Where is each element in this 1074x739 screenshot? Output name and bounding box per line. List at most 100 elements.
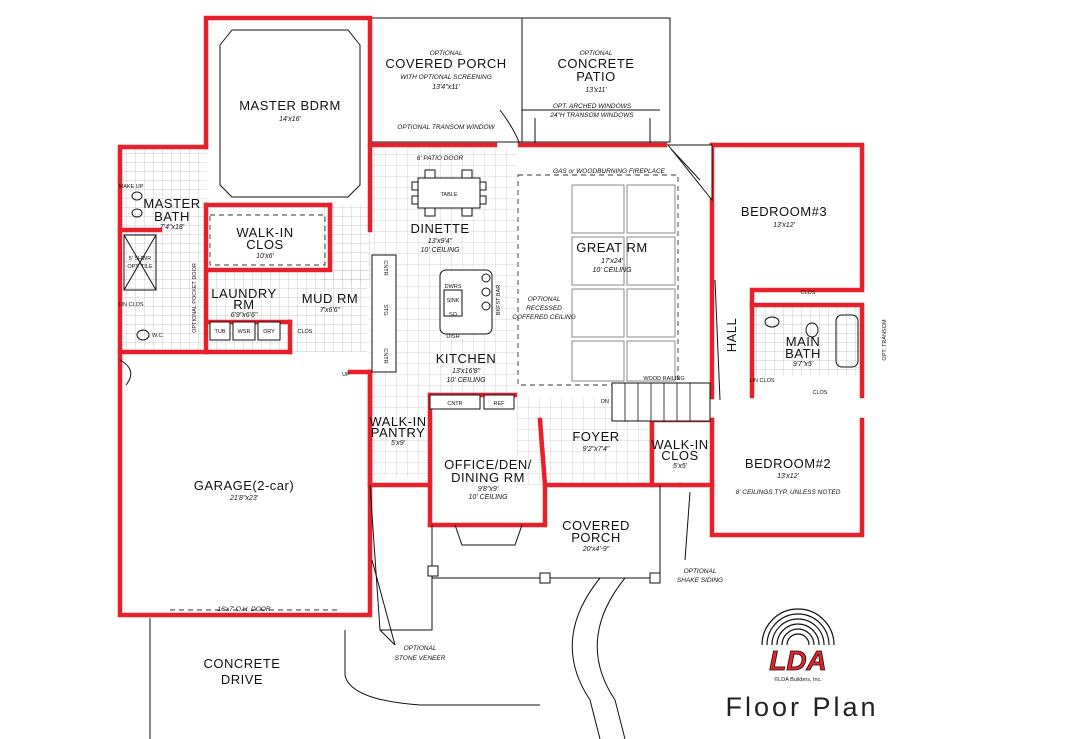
main-bath-dim: 9'7"x5' [793,361,814,368]
master-wic-name-1: WALK-IN [236,225,293,240]
note-up: UP [342,372,350,378]
room-master-bdrm-name: MASTER BDRM [239,98,341,113]
main-bath-name-1: MAIN [786,334,821,349]
note-ref: REF [494,401,506,407]
foyer-name: FOYER [572,429,619,444]
note-coffered-2: RECESSED [526,305,562,312]
master-bath-name-2: BATH [154,209,190,224]
note-fireplace: GAS or WOODBURNING FIREPLACE [553,168,666,175]
note-hall: HALL [724,318,739,353]
front-porch-name-2: PORCH [571,530,620,545]
note-clos-bed3: CLOS [801,290,816,296]
office-name-2: DINING RM [451,470,525,485]
main-bath-name-2: BATH [785,346,821,361]
drive-name-1: CONCRETE [204,656,281,671]
note-wsr: WSR [238,329,251,335]
garage-name: GARAGE(2-car) [194,478,294,493]
bedroom2-dim: 13'x12' [777,473,799,480]
foyer-dim: 9'2"x7'4" [583,446,610,453]
room-master-bdrm-dim: 14'x16' [279,116,301,123]
office-ceiling: 10' CEILING [468,494,508,501]
kitchen-ceiling: 10' CEILING [446,377,486,384]
pantry-name-2: PANTRY [371,425,426,440]
note-coffered-1: OPTIONAL [528,296,561,303]
note-table: TABLE [440,192,457,198]
note-cntr-1: CNTR [382,260,388,275]
note-opt-tile: OPT. TILE [127,264,153,270]
pantry-name-1: WALK-IN [369,414,426,429]
note-opt-transom: OPT. TRANSOM [882,319,888,361]
note-clos-mud: CLOS [298,329,313,335]
rear-porch-name: COVERED PORCH [385,56,506,71]
note-shower: 5' SHWR [129,256,151,262]
mud-rm-dim: 7'x6'6" [320,307,341,314]
master-bath-name-1: MASTER [143,196,200,211]
master-bath-dim: 7'4"x18' [160,224,185,231]
dinette-name: DINETTE [410,221,469,236]
note-dn: DN [601,399,609,405]
rear-porch-opt: OPTIONAL [430,50,463,57]
note-stone-2: STONE VENEER [395,655,446,662]
note-stg: STG [382,304,388,315]
patio-dim: 13'x11' [585,87,607,94]
lda-logo: LDA ©LDA Builders, Inc. [761,608,835,683]
plan-title: Floor Plan [725,692,878,722]
laundry-name-2: RM [233,297,254,312]
foyer-wic-dim: 5'x5' [673,463,688,470]
dinette-ceiling: 10' CEILING [420,247,460,254]
walls [117,15,865,618]
note-garage-door: 16'x7' O.H. DOOR [217,606,270,613]
bedroom3-dim: 13'x12' [773,222,795,229]
note-arched-1: OPT. ARCHED WINDOWS [553,103,632,110]
mud-rm-name: MUD RM [302,291,358,306]
note-stone-1: OPTIONAL [404,645,437,652]
note-dish: DISH [446,334,459,340]
bedroom2-name: BEDROOM#2 [745,456,831,471]
note-pocket-door: OPTIONAL POCKET DOOR [192,263,198,333]
patio-name-1: CONCRETE [558,56,635,71]
garage-dim: 21'8"x23' [229,495,259,502]
foyer-wic-name-1: WALK-IN [651,437,708,452]
dinette-dim: 13'x9'4" [428,238,453,245]
note-wood-railing: WOOD RAILING [643,376,684,382]
note-patio-door: 6' PATIO DOOR [417,155,464,162]
note-ceilings-typ: 8' CEILINGS TYP. UNLESS NOTED [736,489,841,496]
note-cntr-kitchen: CNTR [447,401,462,407]
patio-opt: OPTIONAL [580,50,613,57]
interior-lines [119,29,859,739]
office-name-1: OFFICE/DEN/ [444,457,532,472]
office-dim: 9'8"x9' [478,486,499,493]
note-wc: W.C. [152,333,164,339]
rear-porch-note: WITH OPTIONAL SCREENING [400,74,492,81]
note-clos-bed2: CLOS [813,390,828,396]
note-lin-clos-hall: LIN CLOS [749,378,774,384]
rear-porch-dim: 13'4"x11' [432,84,460,91]
note-tub: TUB [215,329,226,335]
note-make-up: MAKE UP [119,184,144,190]
master-wic-dim: 10'x6' [256,253,275,260]
note-shake-1: OPTIONAL [684,568,717,575]
note-dwrs: DWRS [445,284,462,290]
note-dry: DRY [263,329,275,335]
note-lin-clos: LIN CLOS [118,302,143,308]
laundry-name-1: LAUNDRY [211,286,276,301]
logo-caption: ©LDA Builders, Inc. [774,676,822,683]
great-rm-ceiling: 10' CEILING [592,267,632,274]
kitchen-name: KITCHEN [436,351,497,366]
foyer-wic-name-2: CLOS [661,448,698,463]
great-rm-dim: 17'x24' [601,258,623,265]
laundry-dim: 6'9"x6'6" [231,312,258,319]
front-porch-dim: 20'x4'-9" [582,546,610,553]
note-transom-window: OPTIONAL TRANSOM WINDOW [397,124,495,131]
note-arched-2: 24"H TRANSOM WINDOWS [549,112,634,119]
pantry-dim: 5'x9' [391,440,406,447]
note-bkfst-bar: BKFST BAR [496,285,502,315]
note-cntr-2: CNTR [382,348,388,363]
bedroom3-name: BEDROOM#3 [741,204,827,219]
drive-name-2: DRIVE [221,672,263,687]
note-so: SO [449,312,458,318]
master-wic-name-2: CLOS [246,237,283,252]
great-rm-name: GREAT RM [576,240,647,255]
front-porch-name-1: COVERED [562,518,630,533]
